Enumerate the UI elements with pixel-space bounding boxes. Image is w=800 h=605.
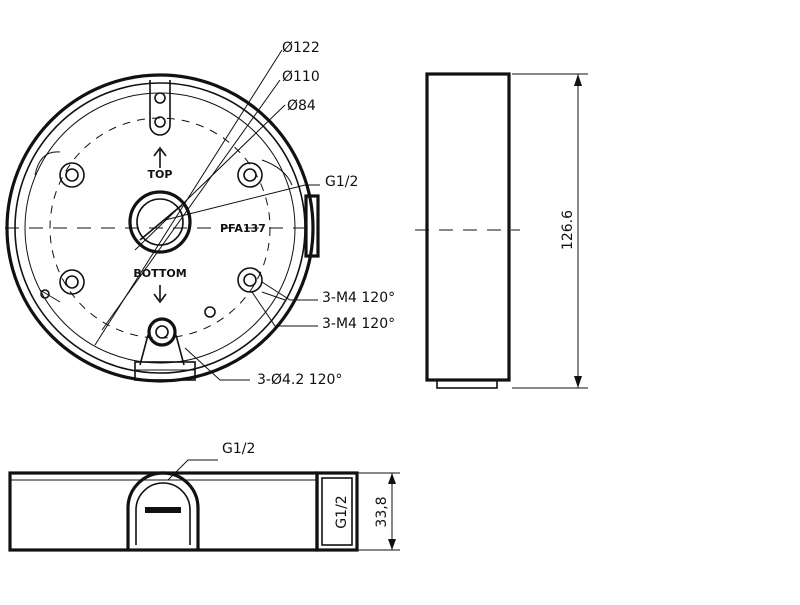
front-tab (436, 379, 498, 389)
boss-lower-right (237, 267, 286, 301)
label-d110: Ø110 (282, 69, 320, 85)
label-m4-a: 3-M4 120° (322, 290, 395, 306)
top-slot (149, 80, 171, 136)
bottom-arrow-icon (153, 285, 167, 304)
label-height-side: 33,8 (374, 496, 390, 527)
top-slot-hole-2 (154, 116, 166, 128)
label-model: PFA137 (220, 222, 266, 235)
center-hub (128, 190, 192, 254)
top-arrow-icon (153, 146, 167, 168)
label-height-front: 126.6 (560, 210, 576, 250)
top-slot-hole (154, 92, 166, 104)
side-fitting-inner (321, 477, 353, 546)
side-g12-port (126, 471, 200, 550)
arrow-down-icon (574, 376, 582, 388)
side-port (304, 194, 320, 258)
leader-m4-b (251, 291, 318, 327)
label-g12-bottom: G1/2 (222, 441, 255, 457)
label-d122: Ø122 (282, 40, 320, 56)
leader-d84 (134, 104, 286, 251)
center-hub-inner (136, 198, 184, 246)
boss-upper-right (237, 159, 293, 188)
leader-d42 (184, 347, 250, 381)
boss-upper-left (34, 151, 85, 188)
label-bottom: BOTTOM (133, 267, 186, 280)
top-view: TOP BOTTOM PFA137 Ø122 Ø110 Ø84 G1/2 3-M… (5, 40, 395, 388)
label-m4-b: 3-M4 120° (322, 316, 395, 332)
label-top: TOP (148, 168, 173, 181)
arrow-side-up-icon (388, 473, 396, 484)
boss-lower-left (39, 269, 85, 303)
label-d42: 3-Ø4.2 120° (257, 372, 342, 388)
front-view: 126.6 (415, 72, 588, 389)
bottom-tab (134, 361, 196, 381)
arrow-up-icon (574, 74, 582, 86)
leader-g12 (164, 184, 320, 221)
side-view: G1/2 G1/2 33,8 (8, 441, 400, 552)
leader-side-g12 (167, 459, 218, 481)
label-d84: Ø84 (287, 98, 316, 114)
arrow-side-down-icon (388, 539, 396, 550)
boss-bottom (139, 317, 185, 366)
small-hole-left (40, 289, 50, 299)
small-hole-right (204, 306, 216, 318)
side-fitting (315, 471, 359, 552)
label-g12-side: G1/2 (334, 495, 350, 528)
label-g12-main: G1/2 (325, 174, 358, 190)
front-body (425, 72, 511, 382)
leader-d110 (101, 79, 281, 331)
leader-m4-a (261, 281, 318, 301)
